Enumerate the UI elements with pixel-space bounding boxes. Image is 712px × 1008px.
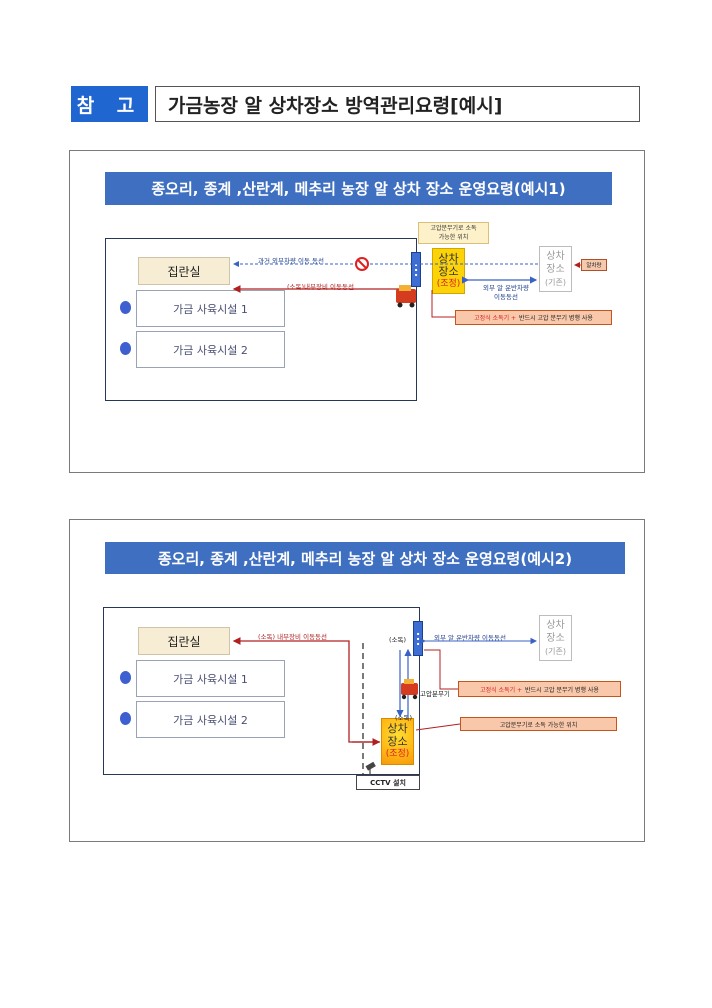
- example1-new-site-line2: 장소: [438, 264, 459, 278]
- example2-warning-text: 반드시 고압 분무기 병행 사용: [525, 686, 599, 694]
- reference-tag: 참 고: [71, 86, 148, 122]
- example1-banner: 종오리, 종계 ,산란계, 메추리 농장 알 상차 장소 운영요령(예시1): [105, 172, 612, 205]
- example1-warning-note: 고정식 소독기 + 반드시 고압 분무기 병행 사용: [455, 310, 612, 325]
- example2-new-site-line2: 장소: [387, 735, 408, 748]
- example2-shed-1: 가금 사육시설 1: [136, 660, 285, 697]
- example1-external-route-line2: 이동동선: [494, 293, 518, 301]
- example2-shed-2: 가금 사육시설 2: [136, 701, 285, 738]
- example2-new-site-tag: (조정): [385, 749, 410, 759]
- example1-old-site-tag: (기존): [545, 277, 566, 287]
- example2-sprayer-label: 고압분무기: [420, 690, 450, 698]
- example2-external-route-label: 외부 알 운반차량 이동동선: [434, 634, 506, 642]
- example1-old-site-line1: 상차: [546, 250, 565, 262]
- example2-warning-red: 고정식 소독기 +: [480, 686, 523, 694]
- example1-egg-collection-room: 집란실: [138, 257, 230, 285]
- example2-shed1-marker: [120, 671, 131, 684]
- example2-old-loading-site: 상차 장소 (기존): [539, 615, 572, 661]
- example1-egg-truck-tag: 알차량: [581, 259, 607, 271]
- example1-old-site-line2: 장소: [546, 263, 565, 275]
- example1-shed1-marker: [120, 301, 131, 314]
- example2-disinfection-gate-icon: ▪▪▪: [413, 621, 423, 656]
- example2-sprayer-note: 고압분무기로 소독 가능한 위치: [460, 717, 617, 731]
- example2-new-loading-site: 상차 장소 (조정): [381, 718, 414, 765]
- example1-shed-1: 가금 사육시설 1: [136, 290, 285, 327]
- example2-old-site-line2: 장소: [546, 632, 565, 644]
- example2-disinfect-bottom-label: (소독): [395, 714, 413, 722]
- example1-new-site-tag: (조정): [436, 278, 461, 289]
- example1-sprayer-note-line1: 고압분무기로 소독: [430, 225, 477, 232]
- page-title: 가금농장 알 상차장소 방역관리요령[예시]: [155, 86, 640, 122]
- example2-old-site-tag: (기존): [545, 646, 566, 656]
- example1-sprayer-note-line2: 가능한 위치: [438, 234, 469, 241]
- example2-warning-note: 고정식 소독기 + 반드시 고압 분무기 병행 사용: [458, 681, 621, 697]
- example1-shed2-marker: [120, 342, 131, 355]
- example2-shed2-marker: [120, 712, 131, 725]
- example2-banner: 종오리, 종계 ,산란계, 메추리 농장 알 상차 장소 운영요령(예시2): [105, 542, 625, 574]
- example1-external-route-line1: 외부 알 운반차량: [483, 284, 529, 292]
- example1-past-route-label: 과거 외부차량 이동 동선: [258, 257, 324, 265]
- example1-sprayer-note: 고압분무기로 소독 가능한 위치: [418, 222, 489, 244]
- example1-external-route-label: 외부 알 운반차량 이동동선: [472, 284, 540, 302]
- example1-new-site-line1: 상차: [438, 251, 459, 265]
- example2-old-site-line1: 상차: [546, 619, 565, 631]
- example1-internal-route-label: (소독)내부장비 이동동선: [287, 283, 354, 291]
- example1-warning-red: 고정식 소독기 +: [474, 315, 517, 322]
- example1-shed-2: 가금 사육시설 2: [136, 331, 285, 368]
- example2-disinfect-top-label: (소독): [389, 636, 407, 644]
- example2-egg-collection-room: 집란실: [138, 627, 230, 655]
- example1-new-loading-site: 상차 장소 (조정): [432, 248, 465, 294]
- example2-new-site-line1: 상차: [387, 722, 408, 735]
- example1-warning-text: 반드시 고압 분무기 병행 사용: [519, 315, 593, 322]
- example1-old-loading-site: 상차 장소 (기존): [539, 246, 572, 292]
- example2-internal-route-label: (소독) 내부장비 이동동선: [258, 633, 328, 641]
- example1-disinfection-gate-icon: ▪▪▪: [411, 252, 421, 287]
- example2-cctv-label: CCTV 설치: [356, 775, 420, 790]
